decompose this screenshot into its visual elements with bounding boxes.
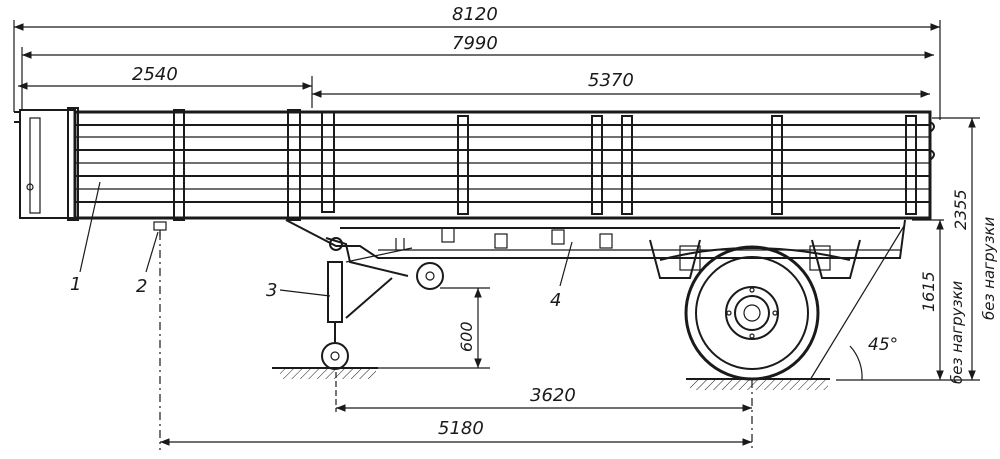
ground-front (272, 367, 378, 379)
trailer-body (14, 107, 935, 221)
dimension-1615: 1615 без нагрузки (912, 219, 966, 384)
dim-2355-label: 2355 (951, 189, 970, 230)
dimension-5370: 5370 (312, 70, 930, 98)
dimension-8120: 8120 (13, 4, 941, 120)
dimension-600: 600 (340, 287, 490, 369)
callout-1: 1 (70, 181, 101, 295)
dim-2540-label: 2540 (132, 64, 178, 85)
callout-4: 4 (550, 241, 573, 311)
dim-5180-label: 5180 (438, 418, 484, 439)
hitch-drawbar (325, 237, 444, 290)
note-unloaded-2: без нагрузки (980, 216, 998, 320)
dim-1615-label: 1615 (919, 271, 938, 312)
dim-8120-label: 8120 (452, 4, 498, 25)
drain-plug (153, 221, 167, 236)
angle-label: 45° (868, 335, 898, 355)
dimension-5180: 5180 (159, 232, 753, 450)
dim-5370-label: 5370 (588, 70, 634, 91)
clearance-angle: 45° (809, 225, 936, 381)
wheel (684, 245, 820, 381)
note-unloaded-1: без нагрузки (948, 280, 966, 384)
callout-2: 2 (136, 231, 159, 297)
dim-7990-label: 7990 (452, 33, 498, 54)
dimension-2540: 2540 (18, 64, 313, 108)
callout-1-label: 1 (70, 274, 81, 295)
dimension-7990: 7990 (21, 33, 934, 110)
callout-4-label: 4 (550, 290, 561, 311)
dim-3620-label: 3620 (530, 385, 576, 406)
dimension-2355: 2355 без нагрузки (932, 117, 998, 381)
callout-3-label: 3 (266, 280, 277, 301)
dimension-3620: 3620 (335, 372, 752, 412)
dim-600-label: 600 (457, 321, 476, 352)
callout-3: 3 (266, 280, 331, 301)
stakes (67, 107, 917, 221)
support-leg (321, 261, 393, 370)
ground-rear (686, 378, 830, 390)
side-boards (75, 124, 930, 203)
callout-2-label: 2 (136, 276, 147, 297)
